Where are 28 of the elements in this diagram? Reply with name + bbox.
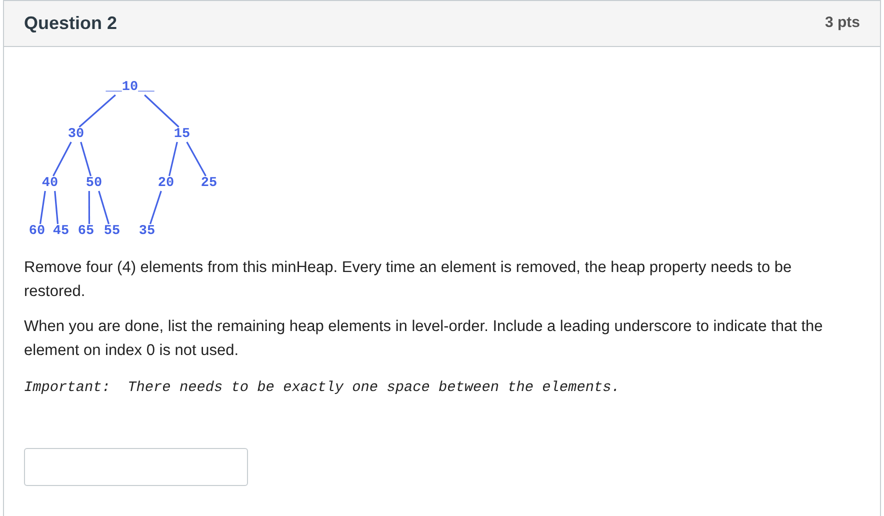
tree-edge	[54, 190, 59, 224]
tree-edge	[78, 94, 116, 128]
tree-node-value: 35	[138, 224, 156, 239]
tree-node-value: 25	[200, 176, 218, 191]
tree-node-value: 50	[86, 176, 102, 191]
tree-edge	[186, 142, 206, 176]
tree-node-value: __10__	[106, 80, 154, 95]
tree-edge	[168, 142, 178, 176]
tree-edge	[88, 191, 90, 224]
tree-node-value: 20	[158, 176, 174, 191]
tree-node-value: 40	[42, 176, 58, 191]
tree-node-value: 30	[68, 127, 84, 142]
tree-node-value: 60	[28, 224, 46, 239]
tree-node-value: 45	[52, 224, 70, 239]
question-text: When you are done, list the remaining heap elements in level-order. Include a leading underscore to indicate that the element on index 0 is not used.	[24, 317, 824, 361]
tree-node-value: 65	[78, 224, 94, 239]
points-label: 3 pts	[824, 13, 860, 34]
tree-edge	[149, 190, 162, 224]
tree-edge	[98, 190, 110, 224]
tree-node-value: 55	[104, 224, 120, 239]
tree-edge	[52, 142, 72, 176]
tree-node-value: 15	[174, 127, 190, 142]
tree-edge	[80, 142, 92, 176]
question-text: Remove four (4) elements from this minHeap. Every time an element is removed, the heap property needs to be restored.	[24, 258, 793, 302]
tree-edge	[144, 94, 180, 128]
question-title: Question 2	[24, 12, 118, 35]
tree-edge	[39, 190, 46, 224]
note-text: Important: There needs to be exactly one space between the elements.	[24, 379, 621, 398]
